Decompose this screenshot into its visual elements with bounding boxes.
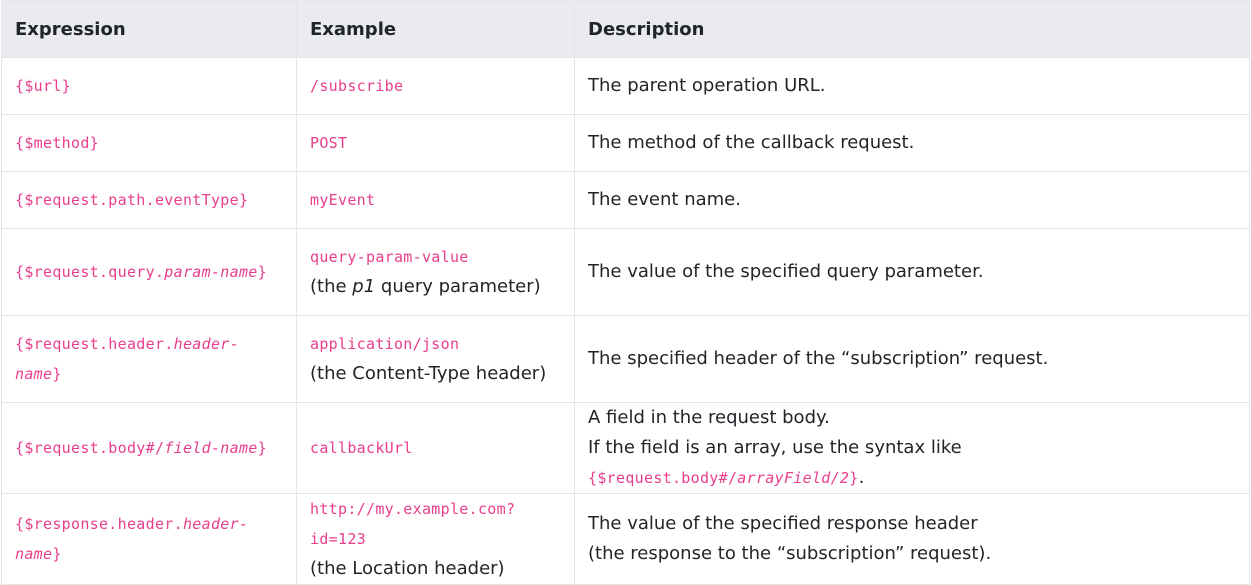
description: A field in the request body. If the field… xyxy=(574,402,1250,494)
example-code: query-param-value xyxy=(310,248,469,266)
expr-param: header-name xyxy=(15,335,239,383)
expression-code: {$request.query.param-name} xyxy=(15,263,267,281)
inline-code: {$request.body#/arrayField/2} xyxy=(588,469,859,487)
example-code: callbackUrl xyxy=(310,439,413,457)
example-note: (the Location header) xyxy=(310,558,505,579)
table-row: {$response.header.header-name} http://my… xyxy=(1,493,1250,585)
expr-param: param-name xyxy=(164,263,258,281)
header-description: Description xyxy=(574,0,1250,58)
table-row: {$request.body#/field-name} callbackUrl … xyxy=(1,402,1250,494)
table-header-row: Expression Example Description xyxy=(1,0,1250,58)
code-param: arrayField/2 xyxy=(737,469,850,487)
expr-suffix: } xyxy=(52,545,62,563)
expr-prefix: {$request.header. xyxy=(15,335,174,353)
desc-line: If the field is an array, use the syntax… xyxy=(588,437,962,458)
note-text: (the xyxy=(310,276,353,297)
description: The method of the callback request. xyxy=(574,114,1250,172)
expression-code: {$request.path.eventType} xyxy=(15,191,249,209)
expr-suffix: } xyxy=(257,263,267,281)
expression-code: {$request.header.header-name} xyxy=(15,335,239,383)
code-prefix: {$request.body#/ xyxy=(588,469,738,487)
example-note: (the p1 query parameter) xyxy=(310,276,541,297)
expr-prefix: {$request.query. xyxy=(15,263,165,281)
description: The value of the specified response head… xyxy=(574,493,1250,585)
header-expression: Expression xyxy=(1,0,297,58)
description: The specified header of the “subscriptio… xyxy=(574,315,1250,403)
table-row: {$request.path.eventType} myEvent The ev… xyxy=(1,171,1250,229)
example-code: POST xyxy=(310,134,348,152)
expr-suffix: } xyxy=(52,365,62,383)
desc-line: A field in the request body. xyxy=(588,407,830,428)
description: The event name. xyxy=(574,171,1250,229)
example-code: http://my.example.com?id=123 xyxy=(310,500,516,548)
expr-suffix: } xyxy=(257,439,267,457)
table-row: {$request.header.header-name} applicatio… xyxy=(1,315,1250,403)
expression-code: {$request.body#/field-name} xyxy=(15,439,267,457)
table-row: {$method} POST The method of the callbac… xyxy=(1,114,1250,172)
note-param: p1 xyxy=(352,276,376,297)
example-code: /subscribe xyxy=(310,77,404,95)
expr-prefix: {$request.body#/ xyxy=(15,439,165,457)
expression-code: {$response.header.header-name} xyxy=(15,515,248,563)
expression-code: {$url} xyxy=(15,77,71,95)
example-note: (the Content-Type header) xyxy=(310,363,547,384)
header-example: Example xyxy=(296,0,575,58)
expr-param: field-name xyxy=(164,439,258,457)
expr-prefix: {$response.header. xyxy=(15,515,183,533)
description: The value of the specified query paramet… xyxy=(574,228,1250,316)
desc-line: The value of the specified response head… xyxy=(588,513,978,534)
table-row: {$request.query.param-name} query-param-… xyxy=(1,228,1250,316)
example-code: application/json xyxy=(310,335,460,353)
example-code: myEvent xyxy=(310,191,376,209)
table-row: {$url} /subscribe The parent operation U… xyxy=(1,57,1250,115)
code-suffix: } xyxy=(849,469,859,487)
desc-line: (the response to the “subscription” requ… xyxy=(588,543,992,564)
expr-param: header-name xyxy=(15,515,249,563)
desc-period: . xyxy=(858,467,865,488)
description: The parent operation URL. xyxy=(574,57,1250,115)
expression-code: {$method} xyxy=(15,134,99,152)
note-text: query parameter) xyxy=(375,276,541,297)
